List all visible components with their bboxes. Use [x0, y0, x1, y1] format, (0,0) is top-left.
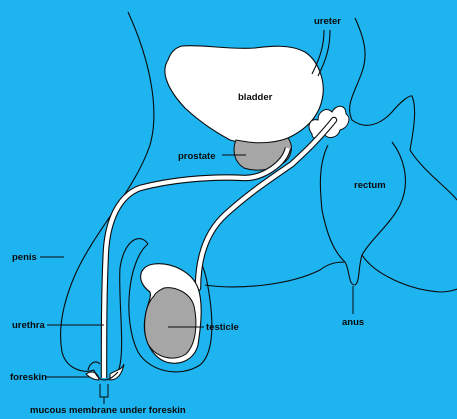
label-bladder: bladder	[238, 92, 273, 103]
glans-outline	[88, 362, 100, 370]
label-prostate: prostate	[178, 151, 215, 162]
penis-outline-lower	[118, 239, 148, 372]
label-testicle: testicle	[206, 322, 239, 333]
testicle-shape	[145, 288, 196, 358]
perineum-outline	[205, 262, 345, 287]
label-foreskin: foreskin	[10, 372, 47, 383]
mucous-membrane-leader	[100, 384, 108, 397]
label-mucous-membrane: mucous membrane under foreskin	[30, 405, 186, 416]
buttock-outline	[362, 255, 457, 292]
label-penis: penis	[12, 252, 37, 263]
label-urethra: urethra	[12, 320, 45, 331]
label-rectum: rectum	[354, 180, 386, 191]
body-outline-back	[350, 18, 457, 200]
label-ureter: ureter	[314, 16, 341, 27]
label-anus: anus	[342, 317, 364, 328]
